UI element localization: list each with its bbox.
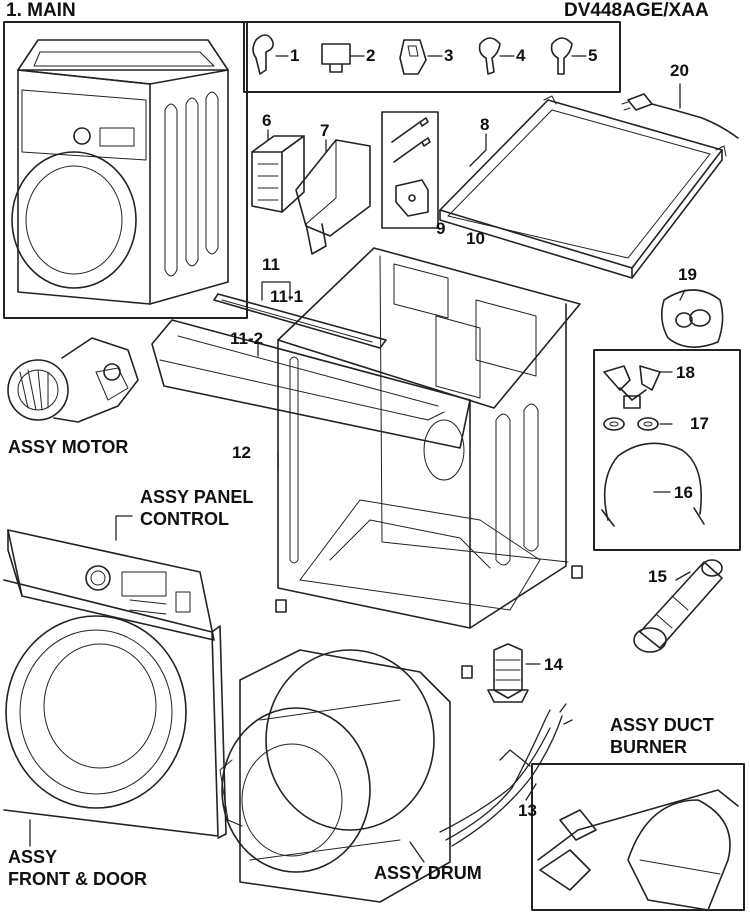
drum-illustration	[219, 649, 451, 903]
part-label-6: 6	[262, 111, 272, 130]
clip-3-icon	[399, 39, 427, 75]
label-assy-drum: ASSY DRUM	[374, 863, 482, 883]
part-label-10: 10	[466, 229, 485, 248]
part-label-11-1: 11-1	[270, 287, 304, 306]
part-label-11: 11	[262, 255, 280, 274]
label-assy-front-door-line1: ASSY	[8, 847, 58, 867]
frame-front-illustration	[151, 319, 471, 449]
cabinet-illustration	[277, 247, 581, 629]
part-label-7: 7	[320, 121, 330, 140]
duct-burner-frame	[531, 763, 745, 911]
label-assy-panel-control-line1: ASSY PANEL	[140, 487, 254, 507]
part-label-3: 3	[444, 46, 454, 65]
part-label-16: 16	[674, 483, 693, 502]
label-assy-duct-burner-line2: BURNER	[610, 737, 688, 757]
part-label-19: 19	[678, 265, 697, 284]
washer-icon	[603, 417, 659, 431]
feet-icon	[275, 565, 583, 679]
model-number: DV448AGE/XAA	[564, 0, 709, 21]
part-label-11-2: 11-2	[230, 329, 264, 348]
lint-filter-illustration	[251, 135, 305, 213]
part-label-9: 9	[436, 219, 446, 238]
power-cord-illustration	[621, 93, 739, 139]
part-label-17: 17	[690, 414, 709, 433]
wire-harness-illustration	[439, 703, 573, 847]
part-label-15: 15	[648, 567, 667, 586]
part-label-13: 13	[518, 801, 537, 820]
part-label-5: 5	[588, 46, 598, 65]
clip-1-icon	[252, 34, 274, 75]
clip-2-icon	[321, 43, 351, 73]
label-assy-panel-control-line2: CONTROL	[140, 509, 229, 529]
label-assy-front-door-line2: FRONT & DOOR	[8, 869, 147, 889]
control-panel-illustration	[7, 529, 215, 641]
hose-kit-frame	[593, 349, 741, 551]
part-label-18: 18	[676, 363, 695, 382]
motor-illustration	[7, 337, 139, 423]
front-door-illustration	[3, 579, 227, 839]
duct-burner-illustration	[537, 789, 739, 911]
dryer-overview-illustration	[11, 39, 229, 305]
filter-duct-illustration	[295, 139, 371, 255]
overview-frame	[3, 21, 248, 319]
exhaust-duct-illustration	[633, 559, 723, 653]
part-label-14: 14	[544, 655, 563, 674]
duct-gasket-illustration	[660, 289, 724, 348]
clip-4-icon	[478, 37, 501, 75]
clip-5-icon	[550, 37, 573, 75]
part-label-12: 12	[232, 443, 251, 462]
part-label-8: 8	[480, 115, 490, 134]
part-label-2: 2	[366, 46, 376, 65]
leader-lines	[29, 55, 691, 863]
clips-frame	[243, 21, 621, 93]
y-connector-icon	[603, 365, 661, 409]
leveling-foot-illustration	[487, 643, 529, 703]
screws-icon	[391, 117, 431, 217]
label-assy-motor: ASSY MOTOR	[8, 437, 129, 457]
part-label-20: 20	[670, 61, 689, 80]
part-label-4: 4	[516, 46, 526, 65]
top-panel-illustration	[439, 95, 727, 279]
part-label-1: 1	[290, 46, 300, 65]
screws-frame	[381, 111, 439, 229]
section-title: 1. MAIN	[6, 0, 76, 21]
hose-icon	[601, 442, 705, 527]
label-assy-duct-burner-line1: ASSY DUCT	[610, 715, 714, 735]
